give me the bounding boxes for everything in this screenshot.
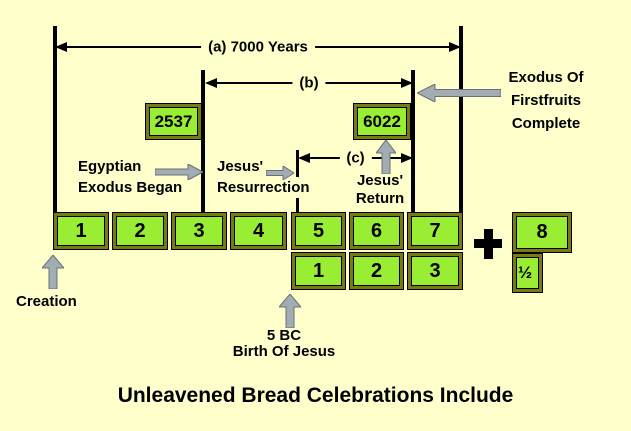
subrow-box-1-value: 1 xyxy=(295,256,342,286)
measure-a: (a) 7000 Years xyxy=(55,38,461,56)
resurrection-label: Jesus' Resurrection xyxy=(217,156,312,198)
year-badge-2537: 2537 xyxy=(145,103,202,140)
millennium-box-6: 6 xyxy=(349,212,404,250)
plus-sign: + xyxy=(474,229,502,259)
firstfruits-line3: Complete xyxy=(511,115,581,132)
millennium-box-8: 8 xyxy=(512,212,572,253)
arrowhead-left-icon xyxy=(55,42,67,52)
egyptian-exodus-line2: Exodus Began xyxy=(78,179,183,196)
exodus-line xyxy=(201,70,205,213)
year-badge-6022: 6022 xyxy=(353,103,411,140)
millennium-box-1-value: 1 xyxy=(57,216,105,246)
arrowhead-right-icon xyxy=(401,153,413,163)
egyptian-exodus-label: Egyptian Exodus Began xyxy=(78,156,182,198)
measure-c-label: (c) xyxy=(339,149,372,167)
arrowhead-left-icon xyxy=(205,78,217,88)
year-badge-6022-value: 6022 xyxy=(357,107,407,136)
egyptian-exodus-line1: Egyptian xyxy=(78,158,142,175)
measure-c: (c) xyxy=(298,149,413,167)
jesus-return-line2: Return xyxy=(355,190,405,207)
millennium-box-6-value: 6 xyxy=(353,216,400,246)
subrow-box-2-value: 2 xyxy=(353,256,400,286)
slide-title: Unleavened Bread Celebrations Include xyxy=(117,384,514,407)
year-badge-2537-value: 2537 xyxy=(149,107,198,136)
jesus-return-label: Jesus' Return xyxy=(348,172,412,208)
millennium-box-7: 7 xyxy=(407,212,463,250)
plus-sign-bar xyxy=(484,229,493,259)
timeline-end-line xyxy=(459,26,463,213)
subrow-box-3-value: 3 xyxy=(411,256,459,286)
resurrection-line1: Jesus' xyxy=(217,158,264,175)
measure-b-label: (b) xyxy=(292,74,326,92)
return-line xyxy=(411,70,415,213)
birth-up-arrow-icon xyxy=(279,294,301,328)
millennium-box-5-value: 5 xyxy=(295,216,342,246)
arrowhead-left-icon xyxy=(298,153,310,163)
plus-sign-text: + xyxy=(474,229,475,230)
millennium-box-4: 4 xyxy=(230,212,287,250)
creation-label: Creation xyxy=(16,293,77,310)
subrow-box-2: 2 xyxy=(349,252,404,290)
firstfruits-line2: Firstfruits xyxy=(510,92,581,109)
subrow-box-1: 1 xyxy=(291,252,346,290)
birth-label: 5 BC Birth Of Jesus xyxy=(225,328,343,360)
firstfruits-label: Exodus Of Firstfruits Complete xyxy=(499,66,593,135)
firstfruits-left-arrow-icon xyxy=(417,84,501,102)
half-box: ½ xyxy=(512,253,543,293)
arrowhead-right-icon xyxy=(449,42,461,52)
millennium-box-2-value: 2 xyxy=(116,216,164,246)
jesus-return-line1: Jesus' xyxy=(356,172,404,189)
jesus-return-up-arrow-icon xyxy=(376,140,396,174)
millennium-box-1: 1 xyxy=(53,212,109,250)
measure-a-label: (a) 7000 Years xyxy=(201,38,315,56)
measure-b: (b) xyxy=(205,74,413,92)
millennium-box-8-value: 8 xyxy=(516,216,568,249)
millennium-box-5: 5 xyxy=(291,212,346,250)
birth-line1: 5 BC xyxy=(266,327,302,344)
birth-line2: Birth Of Jesus xyxy=(232,343,336,360)
millennium-box-7-value: 7 xyxy=(411,216,459,246)
millennium-box-3-value: 3 xyxy=(175,216,223,246)
subrow-box-3: 3 xyxy=(407,252,463,290)
millennium-box-3: 3 xyxy=(171,212,227,250)
creation-up-arrow-icon xyxy=(42,255,64,289)
millennium-box-4-value: 4 xyxy=(234,216,283,246)
millennium-box-2: 2 xyxy=(112,212,168,250)
half-box-value: ½ xyxy=(516,257,539,289)
resurrection-right-arrow-icon xyxy=(266,166,294,180)
firstfruits-line1: Exodus Of xyxy=(508,69,584,86)
arrowhead-right-icon xyxy=(401,78,413,88)
timeline-start-line xyxy=(53,26,57,213)
resurrection-line2: Resurrection xyxy=(217,177,312,198)
egyptian-exodus-right-arrow-icon xyxy=(155,164,203,180)
